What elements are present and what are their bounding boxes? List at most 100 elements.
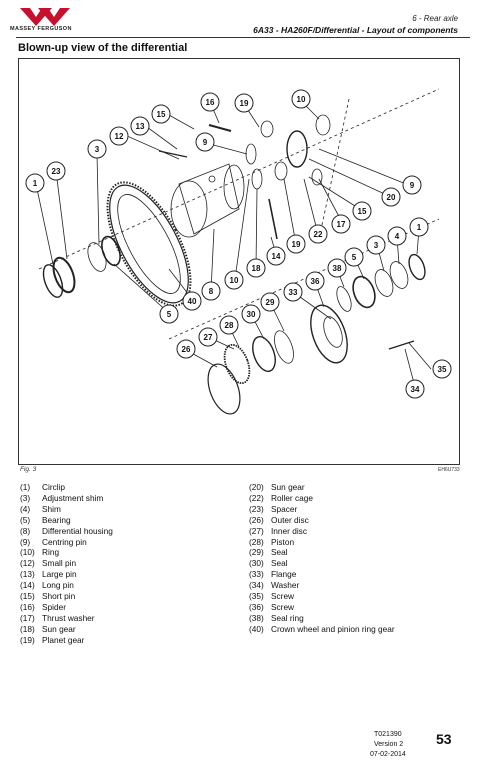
callout-18: 18 bbox=[246, 258, 266, 278]
exploded-view-figure: 1 23 3 12 13 15 16 19 10 9 20 9 15 17 22… bbox=[18, 58, 460, 465]
legend-item: (40)Crown wheel and pinion ring gear bbox=[249, 623, 395, 634]
long-pin bbox=[268, 198, 278, 240]
header-rule bbox=[16, 37, 470, 38]
svg-text:30: 30 bbox=[247, 310, 256, 319]
callout-12: 12 bbox=[109, 126, 129, 146]
legend-item: (4)Shim bbox=[20, 503, 61, 514]
callout-35: 35 bbox=[432, 359, 452, 379]
differential-housing-drawing bbox=[170, 163, 245, 238]
callout-13: 13 bbox=[130, 116, 150, 136]
legend-item: (22)Roller cage bbox=[249, 492, 313, 503]
date-label: 07-02-2014 bbox=[370, 751, 406, 758]
legend-item: (16)Spider bbox=[20, 601, 66, 612]
planet-gear-1 bbox=[245, 143, 257, 165]
planet-gear-2 bbox=[260, 120, 274, 138]
shim-left bbox=[87, 242, 107, 272]
legend-item: (12)Small pin bbox=[20, 558, 77, 569]
callout-29: 29 bbox=[260, 292, 280, 312]
version-label: Version 2 bbox=[374, 741, 404, 748]
svg-text:15: 15 bbox=[157, 110, 166, 119]
callout-28: 28 bbox=[219, 315, 239, 335]
svg-text:12: 12 bbox=[115, 132, 124, 141]
svg-text:27: 27 bbox=[204, 333, 213, 342]
svg-text:5: 5 bbox=[167, 310, 172, 319]
svg-text:20: 20 bbox=[387, 193, 396, 202]
callout-3b: 3 bbox=[366, 235, 386, 255]
legend-item: (15)Short pin bbox=[20, 591, 76, 602]
figure-reference: EH6U733 bbox=[438, 467, 460, 473]
svg-text:9: 9 bbox=[410, 181, 415, 190]
axis-line bbox=[38, 88, 440, 270]
legend-item: (19)Planet gear bbox=[20, 634, 85, 645]
legend-item: (13)Large pin bbox=[20, 569, 77, 580]
massey-ferguson-logo bbox=[14, 6, 74, 36]
bearing-right bbox=[352, 275, 376, 309]
callout-5b: 5 bbox=[344, 247, 364, 267]
legend-item: (28)Piston bbox=[249, 536, 295, 547]
svg-text:13: 13 bbox=[136, 122, 145, 131]
callout-19: 19 bbox=[234, 93, 254, 113]
svg-text:1: 1 bbox=[417, 223, 422, 232]
callout-5: 5 bbox=[159, 304, 179, 324]
callouts: 1 23 3 12 13 15 16 19 10 9 20 9 15 17 22… bbox=[25, 89, 452, 399]
svg-text:1: 1 bbox=[33, 179, 38, 188]
callout-20: 20 bbox=[381, 187, 401, 207]
callout-10: 10 bbox=[291, 89, 311, 109]
sun-gear-20 bbox=[286, 130, 308, 168]
legend-item: (27)Inner disc bbox=[249, 525, 307, 536]
legend-item: (10)Ring bbox=[20, 547, 60, 558]
spider-pin bbox=[208, 124, 232, 132]
callout-38: 38 bbox=[327, 258, 347, 278]
svg-text:33: 33 bbox=[289, 288, 298, 297]
svg-text:10: 10 bbox=[230, 276, 239, 285]
callout-33: 33 bbox=[283, 282, 303, 302]
outer-disc-drawing bbox=[207, 363, 241, 415]
svg-text:34: 34 bbox=[411, 385, 420, 394]
callout-4: 4 bbox=[387, 226, 407, 246]
seal-ring bbox=[336, 286, 352, 312]
legend-right-column: (20)Sun gear (22)Roller cage (23)Spacer … bbox=[249, 482, 395, 635]
flange-drawing bbox=[310, 304, 348, 364]
callout-10b: 10 bbox=[224, 270, 244, 290]
svg-text:4: 4 bbox=[395, 232, 400, 241]
shim-right bbox=[389, 261, 409, 289]
svg-text:26: 26 bbox=[182, 345, 191, 354]
svg-text:8: 8 bbox=[209, 287, 214, 296]
sun-gear-18 bbox=[251, 168, 263, 190]
callout-26: 26 bbox=[176, 339, 196, 359]
callout-3: 3 bbox=[87, 139, 107, 159]
svg-text:38: 38 bbox=[333, 264, 342, 273]
legend-item: (34)Washer bbox=[249, 580, 300, 591]
legend-item: (14)Long pin bbox=[20, 580, 74, 591]
svg-text:35: 35 bbox=[438, 365, 447, 374]
svg-text:29: 29 bbox=[266, 298, 275, 307]
svg-text:40: 40 bbox=[188, 297, 197, 306]
svg-text:10: 10 bbox=[297, 95, 306, 104]
brand-name: MASSEY FERGUSON bbox=[10, 26, 72, 32]
legend-item: (8)Differential housing bbox=[20, 525, 113, 536]
callout-17: 17 bbox=[331, 214, 351, 234]
callout-23: 23 bbox=[46, 161, 66, 181]
legend-left-column: (1)Circlip (3)Adjustment shim (4)Shim (5… bbox=[20, 482, 113, 646]
svg-text:9: 9 bbox=[203, 138, 208, 147]
legend-item: (30)Seal bbox=[249, 558, 288, 569]
figure-caption: Fig. 3 bbox=[20, 466, 37, 473]
piston-drawing bbox=[252, 336, 276, 372]
callout-1: 1 bbox=[25, 173, 45, 193]
legend-item: (3)Adjustment shim bbox=[20, 492, 104, 503]
legend-item: (23)Spacer bbox=[249, 503, 298, 514]
svg-text:3: 3 bbox=[374, 241, 379, 250]
reference-code: T021390 bbox=[374, 731, 402, 738]
page-number: 53 bbox=[436, 731, 452, 747]
legend-item: (9)Centring pin bbox=[20, 536, 87, 547]
svg-text:36: 36 bbox=[311, 277, 320, 286]
adjustment-shim-right bbox=[374, 269, 394, 297]
legend-item: (1)Circlip bbox=[20, 482, 66, 492]
legend-item: (17)Thrust washer bbox=[20, 612, 95, 623]
svg-text:16: 16 bbox=[206, 98, 215, 107]
screw-drawing bbox=[388, 340, 415, 350]
circlip-right bbox=[408, 253, 426, 281]
page-header: MASSEY FERGUSON 6 - Rear axle 6A33 - HA2… bbox=[0, 0, 486, 40]
callout-22: 22 bbox=[308, 224, 328, 244]
thrust-washer bbox=[311, 168, 323, 186]
